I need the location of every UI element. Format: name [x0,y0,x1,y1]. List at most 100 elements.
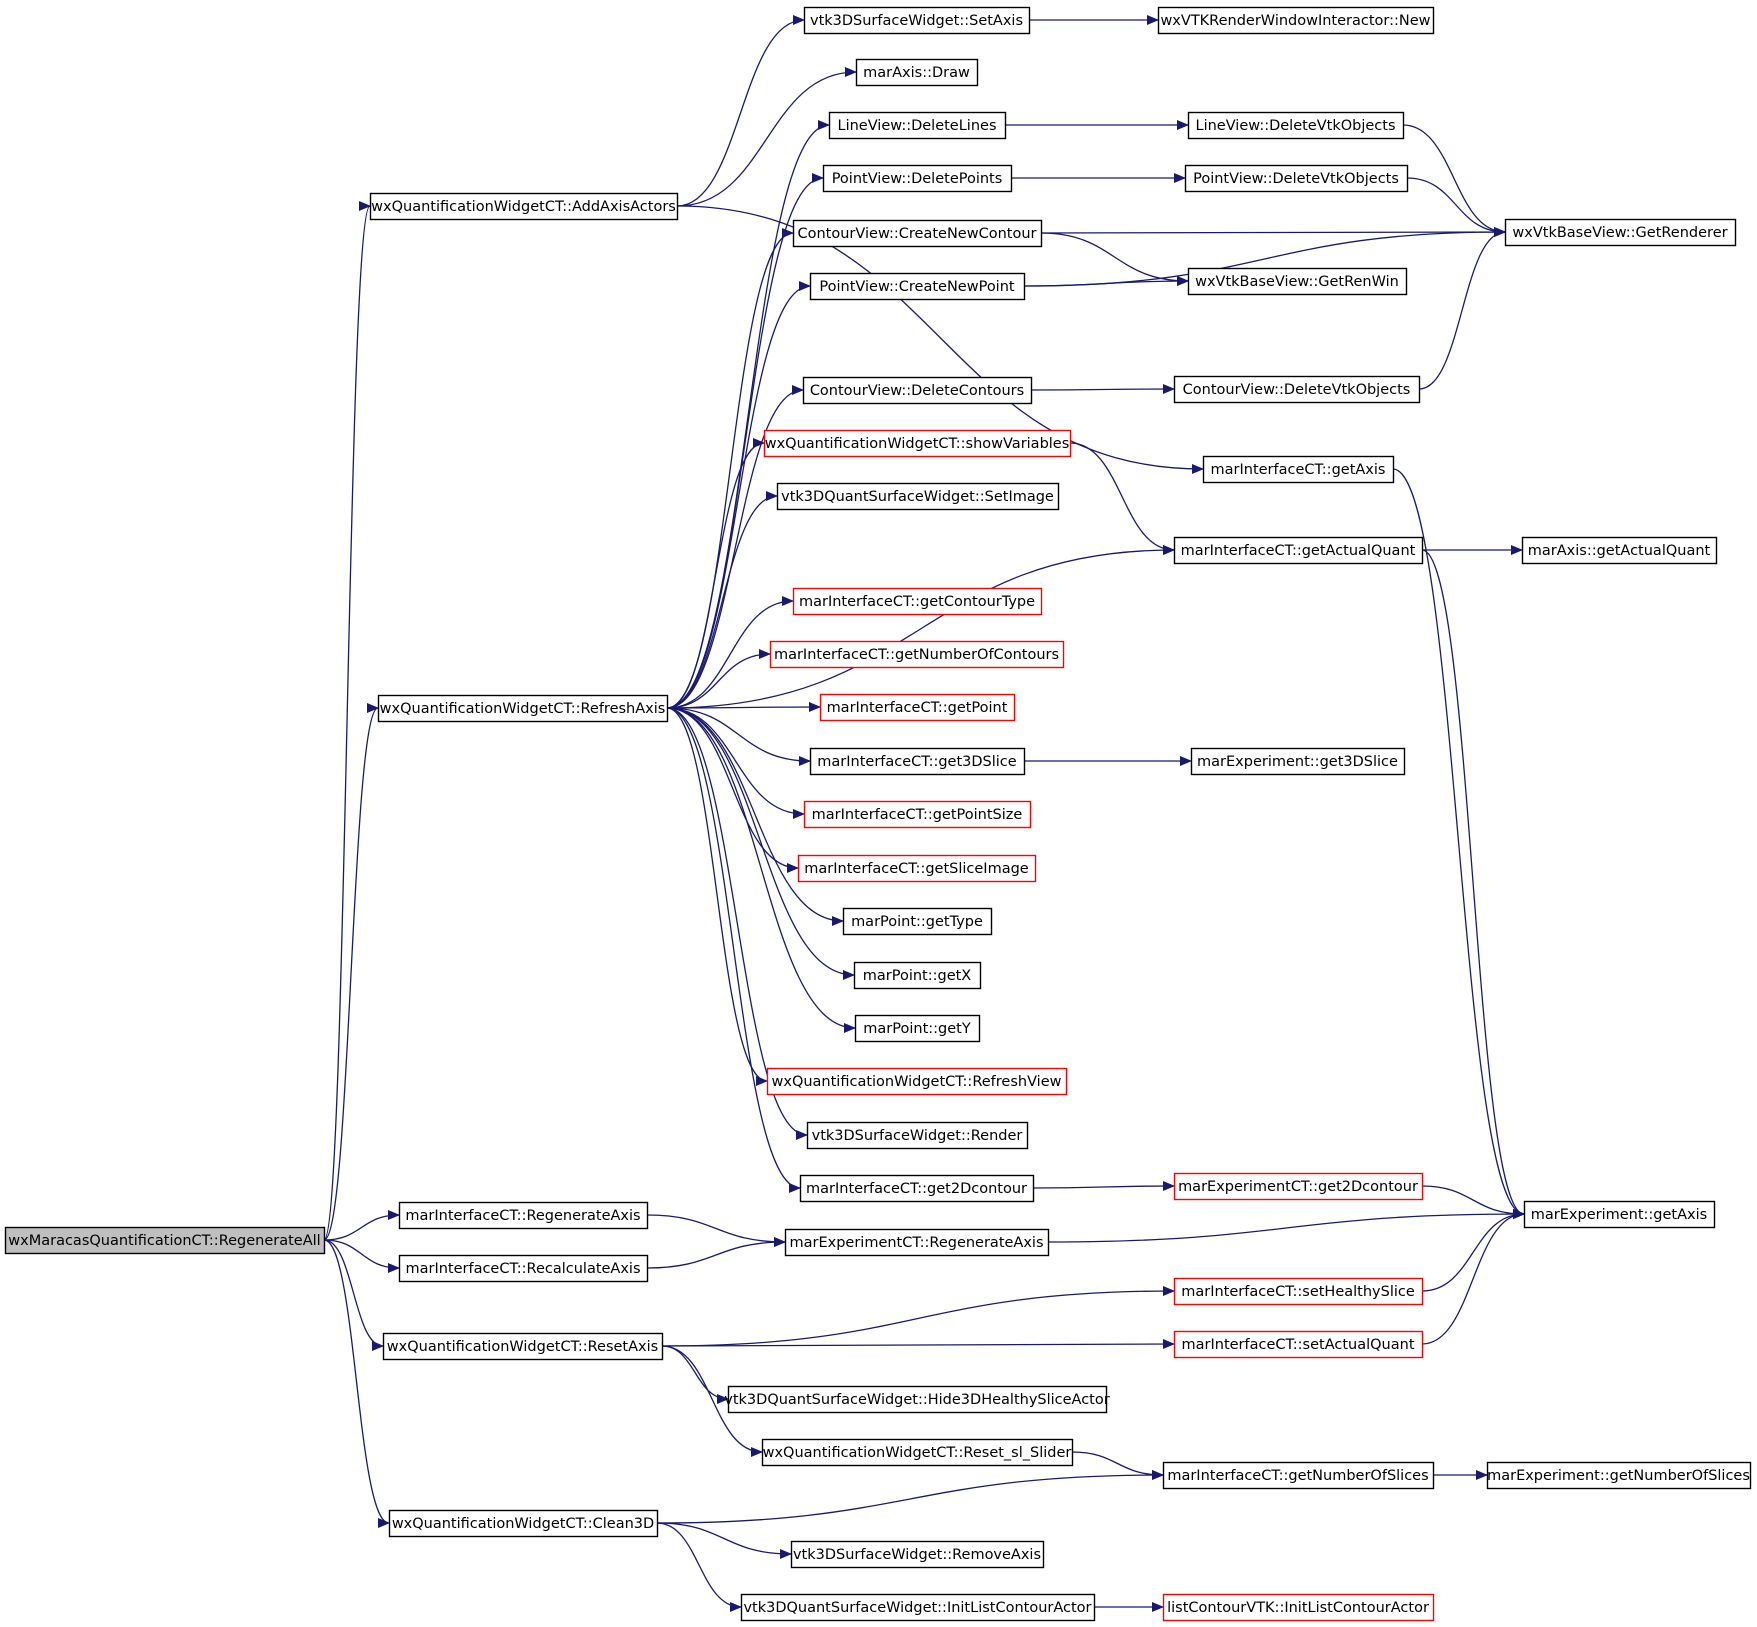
edge-deleteContours-to-contourDelVtk [1030,384,1175,395]
edge-recalcAxis-to-regenAxisE [646,1237,786,1269]
node-lineDelVtk[interactable]: LineView::DeleteVtkObjects [1187,111,1405,140]
node-box [802,376,1033,405]
node-get2Dcontour[interactable]: marInterfaceCT::get2Dcontour [799,1174,1035,1203]
edge-root-to-refreshAxis [323,703,379,1241]
node-box [740,1593,1096,1622]
edge-clean3D-to-removeAxis [656,1522,792,1559]
node-label: marInterfaceCT::getPoint [827,700,1008,716]
node-get3DSliceE[interactable]: marExperiment::get3DSlice [1190,747,1406,776]
node-box [1202,455,1395,484]
node-box [382,1332,664,1361]
node-getRenderer[interactable]: wxVtkBaseView::GetRenderer [1504,218,1737,247]
node-box [1486,1461,1752,1490]
edge-resetAxis-to-setActualQuant [661,1339,1175,1350]
node-getNumSlicesE[interactable]: marExperiment::getNumberOfSlices [1486,1461,1752,1490]
node-hide3D[interactable]: vtk3DQuantSurfaceWidget::Hide3DHealthySl… [724,1385,1110,1414]
node-getType[interactable]: marPoint::getType [842,907,993,936]
node-getActualQuantI[interactable]: marInterfaceCT::getActualQuant [1173,536,1424,565]
node-box [769,640,1065,669]
node-showVariables[interactable]: wxQuantificationWidgetCT::showVariables [763,429,1072,458]
node-resetSlider[interactable]: wxQuantificationWidgetCT::Reset_sl_Slide… [761,1438,1074,1467]
node-box [822,164,1013,193]
node-label: marInterfaceCT::RecalculateAxis [405,1261,640,1277]
node-get3DSlice[interactable]: marInterfaceCT::get3DSlice [809,747,1026,776]
node-wxNew[interactable]: wxVTKRenderWindowInteractor::New [1157,6,1435,35]
node-box [1173,1330,1424,1359]
node-initListQ[interactable]: vtk3DQuantSurfaceWidget::InitListContour… [740,1593,1096,1622]
node-label: marExperimentCT::RegenerateAxis [789,1235,1043,1251]
node-getX[interactable]: marPoint::getX [853,961,982,990]
node-box [1187,111,1405,140]
node-deleteContours[interactable]: ContourView::DeleteContours [802,376,1033,405]
node-setHealthySlice[interactable]: marInterfaceCT::setHealthySlice [1173,1277,1424,1306]
node-axisDraw[interactable]: marAxis::Draw [855,58,979,87]
node-box [1190,747,1406,776]
edge-refreshAxis-to-createNewContour [666,228,794,709]
node-box [1173,1172,1424,1201]
node-box [398,1201,649,1230]
edge-createNewContour-to-getRenderer [1040,227,1506,238]
node-box [1173,375,1421,404]
edge-getActualQuantI-to-getAxisE [1421,549,1525,1219]
node-getNumberOfContours[interactable]: marInterfaceCT::getNumberOfContours [769,640,1065,669]
node-get2DcontourE[interactable]: marExperimentCT::get2Dcontour [1173,1172,1424,1201]
node-initListVTK[interactable]: listContourVTK::InitListContourActor [1162,1593,1435,1622]
edge-refreshAxis-to-getActualQuantI [666,545,1175,709]
edge-root-to-regenAxisI [323,1210,400,1241]
node-resetAxis[interactable]: wxQuantificationWidgetCT::ResetAxis [382,1332,664,1361]
node-label: LineView::DeleteVtkObjects [1195,118,1395,134]
node-createNewPoint[interactable]: PointView::CreateNewPoint [809,272,1026,301]
node-setAxis[interactable]: vtk3DSurfaceWidget::SetAxis [803,6,1031,35]
node-removeAxis[interactable]: vtk3DSurfaceWidget::RemoveAxis [790,1540,1045,1569]
node-regenAxisE[interactable]: marExperimentCT::RegenerateAxis [784,1228,1050,1257]
node-contourDelVtk[interactable]: ContourView::DeleteVtkObjects [1173,375,1421,404]
node-pointDelVtk[interactable]: PointView::DeleteVtkObjects [1184,164,1409,193]
node-getPoint[interactable]: marInterfaceCT::getPoint [819,693,1016,722]
node-label: PointView::DeleteVtkObjects [1193,171,1399,187]
node-box [1184,164,1409,193]
node-getAxisE[interactable]: marExperiment::getAxis [1523,1200,1716,1229]
node-label: marPoint::getType [851,914,983,930]
node-getContourType[interactable]: marInterfaceCT::getContourType [792,587,1043,616]
node-label: marPoint::getY [863,1021,971,1037]
node-box [828,111,1007,140]
node-createNewContour[interactable]: ContourView::CreateNewContour [792,219,1043,248]
node-setActualQuant[interactable]: marInterfaceCT::setActualQuant [1173,1330,1424,1359]
node-getActualQuantA[interactable]: marAxis::getActualQuant [1521,536,1718,565]
node-addAxisActors[interactable]: wxQuantificationWidgetCT::AddAxisActors [369,192,679,221]
edge-clean3D-to-initListQ [656,1522,742,1612]
node-refreshView[interactable]: wxQuantificationWidgetCT::RefreshView [766,1067,1068,1096]
node-regenAxisI[interactable]: marInterfaceCT::RegenerateAxis [398,1201,649,1230]
node-deletePoints[interactable]: PointView::DeletePoints [822,164,1013,193]
node-label: vtk3DSurfaceWidget::Render [812,1128,1023,1144]
node-label: ContourView::DeleteContours [810,383,1024,399]
node-getRenWin[interactable]: wxVtkBaseView::GetRenWin [1187,267,1408,296]
node-box [792,587,1043,616]
node-label: marInterfaceCT::getPointSize [812,807,1023,823]
edge-refreshAxis-to-getY [666,707,856,1033]
node-render[interactable]: vtk3DSurfaceWidget::Render [806,1121,1029,1150]
node-setImage[interactable]: vtk3DQuantSurfaceWidget::SetImage [776,482,1060,511]
edge-setActualQuant-to-getAxisE [1421,1209,1525,1345]
node-root[interactable]: wxMaracasQuantificationCT::RegenerateAll [4,1226,326,1255]
node-getPointSize[interactable]: marInterfaceCT::getPointSize [803,800,1032,829]
edge-refreshAxis-to-deleteLines [666,120,830,709]
node-getSliceImage[interactable]: marInterfaceCT::getSliceImage [797,854,1037,883]
node-label: marPoint::getX [863,968,972,984]
edge-refreshAxis-to-getX [666,707,855,980]
node-refreshAxis[interactable]: wxQuantificationWidgetCT::RefreshAxis [377,694,669,723]
node-recalcAxis[interactable]: marInterfaceCT::RecalculateAxis [398,1254,649,1283]
node-getY[interactable]: marPoint::getY [854,1014,981,1043]
node-box [790,1540,1045,1569]
node-label: marInterfaceCT::RegenerateAxis [405,1208,640,1224]
node-label: wxQuantificationWidgetCT::Clean3D [392,1516,654,1532]
node-box [799,1174,1035,1203]
node-clean3D[interactable]: wxQuantificationWidgetCT::Clean3D [388,1509,659,1538]
edge-pointDelVtk-to-getRenderer [1406,177,1506,237]
node-getNumSlicesI[interactable]: marInterfaceCT::getNumberOfSlices [1162,1461,1435,1490]
edge-regenAxisI-to-regenAxisE [646,1214,786,1247]
node-getAxisI[interactable]: marInterfaceCT::getAxis [1202,455,1395,484]
edge-refreshAxis-to-get3DSlice [666,707,811,766]
node-box [792,219,1043,248]
node-deleteLines[interactable]: LineView::DeleteLines [828,111,1007,140]
